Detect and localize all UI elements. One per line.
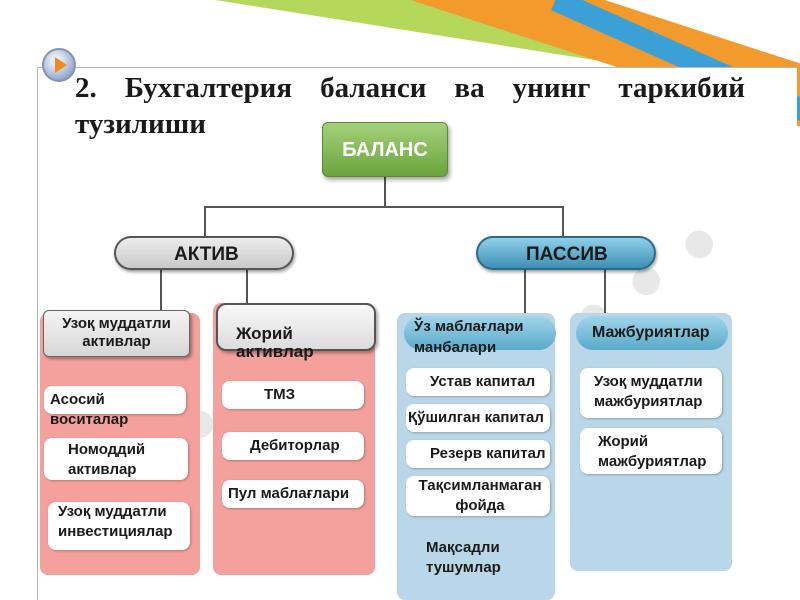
connector <box>562 206 564 238</box>
long-term-assets-header: Узоқ муддатли активлар <box>43 310 190 357</box>
connector <box>384 177 386 207</box>
list-item: Узоқ муддатли инвестициялар <box>48 502 190 550</box>
current-assets-header: Жорий активлар <box>216 303 376 361</box>
liabilities-header: Мажбуриятлар <box>576 316 728 350</box>
connector <box>204 206 206 238</box>
aktiv-node: АКТИВ <box>114 236 294 270</box>
list-item: Узоқ муддатли мажбуриятлар <box>580 368 722 418</box>
own-funds-header: Ўз маблағлари манбалари <box>404 316 556 356</box>
balance-node: БАЛАНС <box>322 122 448 177</box>
passiv-node: ПАССИВ <box>476 236 656 270</box>
list-item: Мақсадли тушумлар <box>426 539 501 576</box>
list-item: Номоддий активлар <box>44 438 188 480</box>
slide-title: 2. Бухгалтерия баланси ва унинг таркибий… <box>75 72 745 140</box>
connector <box>204 206 564 208</box>
list-item: ТМЗ <box>222 381 364 409</box>
connector <box>246 270 248 304</box>
connector <box>160 270 162 310</box>
list-item: Тақсимланмаган фойда <box>406 476 550 516</box>
list-item: Пул маблағлари <box>222 480 364 508</box>
next-slide-button[interactable] <box>42 48 76 82</box>
connector <box>524 270 526 316</box>
list-item: Қўшилган капитал <box>406 404 550 432</box>
arrow-right-icon <box>55 57 67 73</box>
list-item: Жорий мажбуриятлар <box>580 428 722 474</box>
connector <box>604 270 606 316</box>
list-item: Резерв капитал <box>406 440 550 468</box>
list-item: Асосий воситалар <box>44 386 186 428</box>
list-item: Дебиторлар <box>222 432 364 460</box>
list-item: Устав капитал <box>406 368 550 396</box>
